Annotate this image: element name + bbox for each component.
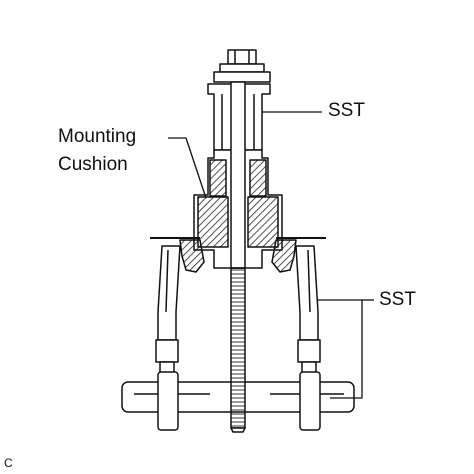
mounting-cushion-label-line1: Mounting — [58, 126, 137, 147]
mount-bracket — [150, 237, 326, 273]
threaded-rod — [230, 81, 246, 433]
leader-lines — [168, 111, 374, 399]
figure-code-label: C — [4, 456, 13, 470]
sst-top-label: SST — [328, 100, 365, 121]
sst-lower-label: SST — [379, 289, 416, 310]
bolt-head — [213, 49, 271, 83]
lower-sst-legs — [155, 245, 321, 375]
mounting-cushion-label-line2: Cushion — [58, 154, 128, 175]
